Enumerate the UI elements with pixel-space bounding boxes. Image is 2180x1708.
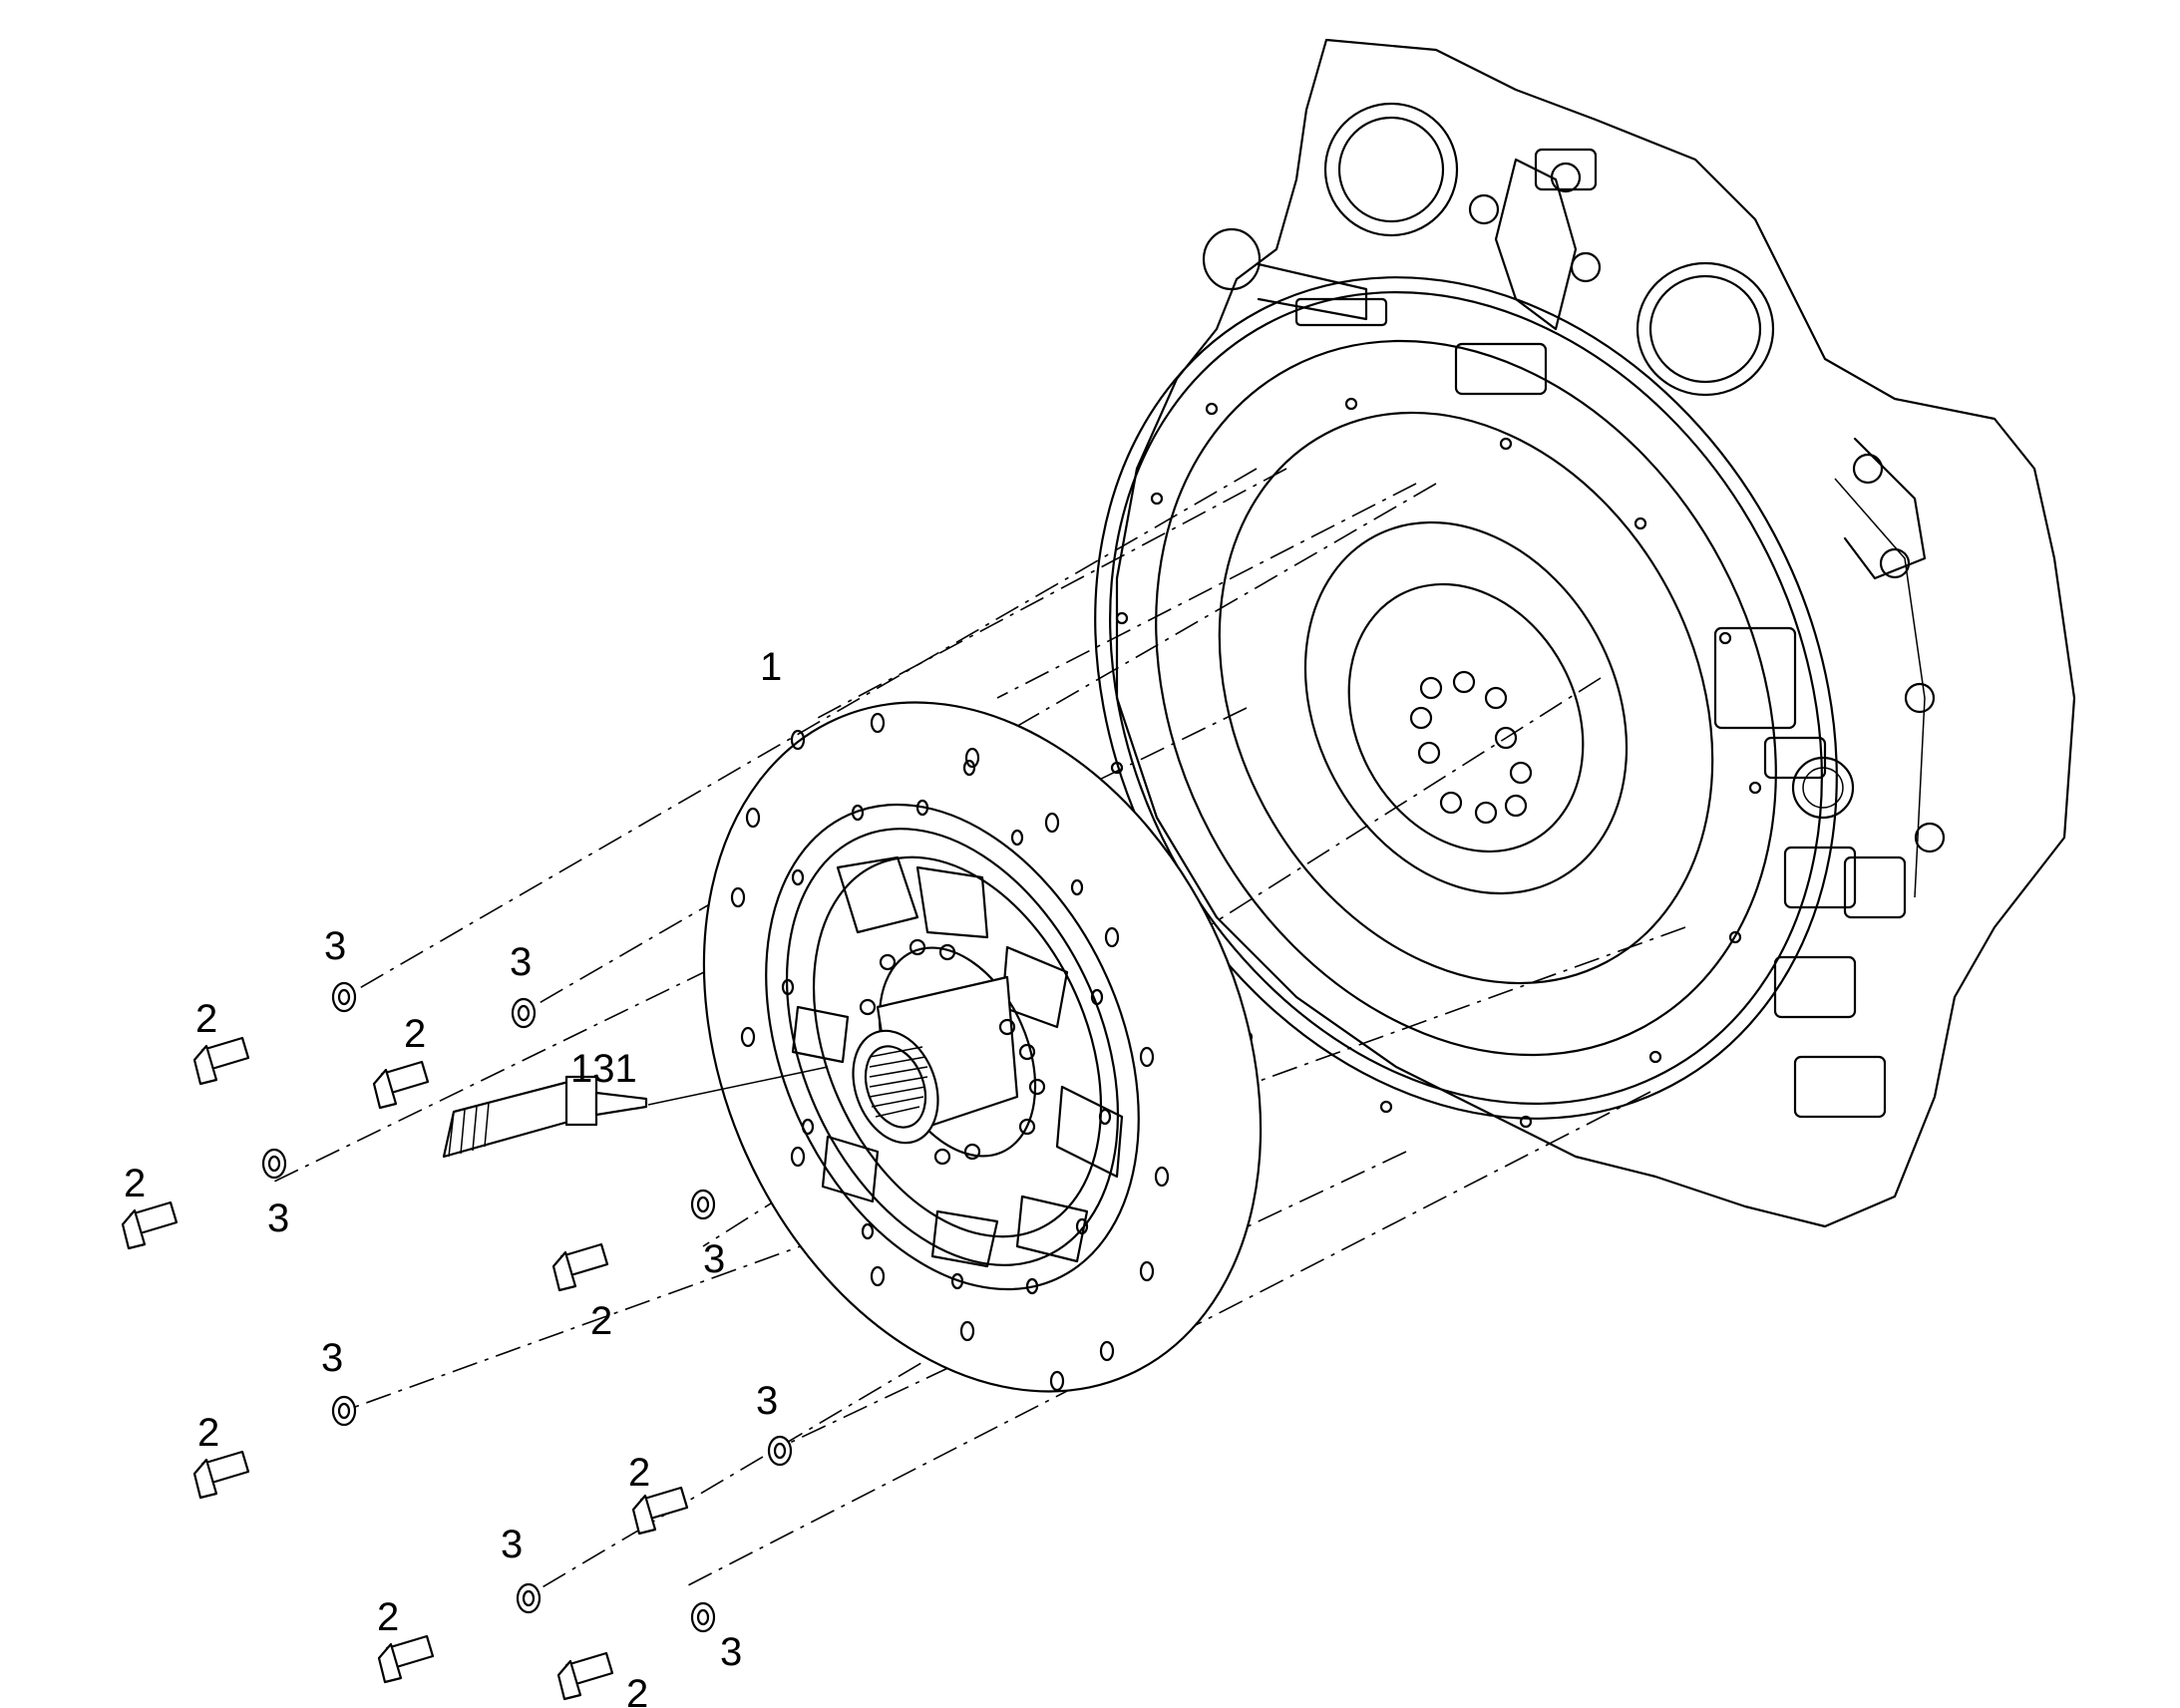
flywheel-housing <box>1094 38 2076 1228</box>
callout-label: 2 <box>124 1162 146 1205</box>
disc-holes <box>730 712 1170 1392</box>
sealant-tube <box>442 1066 829 1159</box>
callout-label: 2 <box>404 1012 426 1056</box>
callout-label: 2 <box>377 1595 399 1639</box>
callout-label: 3 <box>501 1523 523 1566</box>
bolt-icon <box>121 1036 689 1701</box>
callout-label: 2 <box>626 1672 648 1708</box>
part-label-disc: 1 <box>760 645 782 689</box>
fasteners <box>121 981 793 1701</box>
callout-label: 3 <box>720 1630 742 1674</box>
callout-label: 2 <box>590 1299 612 1343</box>
callout-labels: 1 131 3 2 3 2 2 3 3 2 3 2 3 2 3 2 3 2 <box>124 645 782 1708</box>
damper-disc <box>702 701 1263 1393</box>
flywheel-hub-bolts <box>1409 670 1533 825</box>
callout-label: 2 <box>628 1451 650 1495</box>
callout-label: 3 <box>756 1379 778 1423</box>
callout-label: 2 <box>197 1411 219 1455</box>
callout-label: 3 <box>510 940 532 984</box>
callout-label: 2 <box>195 997 217 1041</box>
callout-label: 3 <box>703 1237 725 1281</box>
part-label-sealant: 131 <box>570 1047 637 1091</box>
callout-label: 3 <box>267 1196 289 1240</box>
callout-label: 3 <box>324 924 346 968</box>
damper-springs <box>791 855 1124 1268</box>
callout-label: 3 <box>321 1336 343 1380</box>
washer-icon <box>261 981 793 1633</box>
splined-hub <box>852 975 1019 1145</box>
